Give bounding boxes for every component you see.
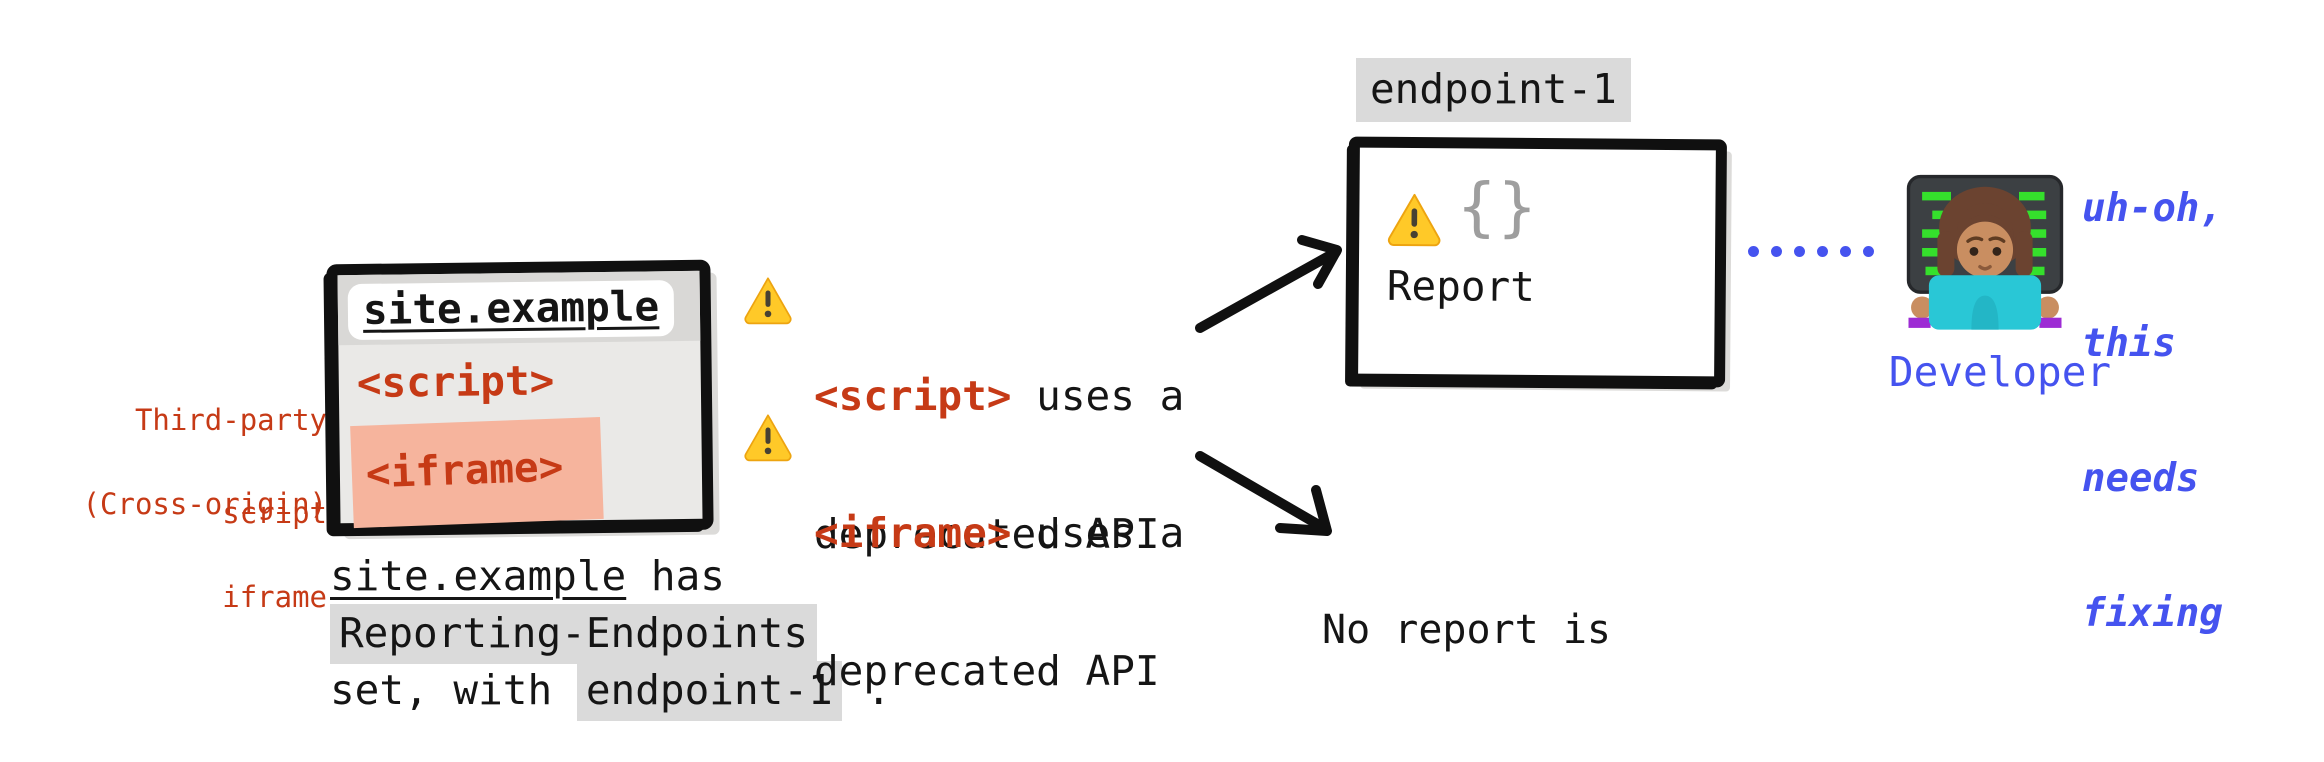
third-party-script-label: Third-party script bbox=[135, 343, 327, 591]
event-iframe-rest: uses a bbox=[1011, 509, 1185, 557]
window-body: <script> <iframe> bbox=[338, 341, 702, 529]
no-report-note: No report is generated or sent. bbox=[1322, 505, 1755, 762]
event-script-tag: <script> bbox=[814, 372, 1012, 420]
warning-icon bbox=[1387, 193, 1441, 247]
third-party-script-label-line2: script bbox=[222, 496, 327, 530]
address-bar: site.example bbox=[337, 270, 701, 346]
no-report-line1: No report is bbox=[1322, 607, 1611, 653]
developer-emoji-icon bbox=[1906, 174, 2064, 330]
caption-reporting-endpoints-header: Reporting-Endpoints bbox=[330, 604, 817, 664]
thought-line4: fixing bbox=[2082, 591, 2223, 636]
caption-period: . bbox=[841, 666, 892, 714]
event-iframe-tag: <iframe> bbox=[814, 509, 1012, 557]
event-iframe-line2: deprecated API bbox=[814, 647, 1160, 695]
arrow-to-no-report-icon bbox=[1195, 451, 1332, 536]
caption-site-name: site.example bbox=[330, 552, 627, 600]
iframe-deprecation-event: <iframe> uses a deprecated API bbox=[814, 418, 1184, 762]
endpoint-1-label: endpoint-1 bbox=[1356, 58, 1631, 122]
warning-icon bbox=[744, 414, 792, 462]
cross-origin-iframe-label-line2: iframe bbox=[222, 580, 327, 614]
thought-line1: uh-oh, bbox=[2082, 186, 2223, 231]
iframe-highlight-block: <iframe> bbox=[350, 416, 604, 529]
thought-line3: needs bbox=[2082, 456, 2200, 501]
cross-origin-iframe-label: (Cross-origin) iframe bbox=[83, 427, 327, 675]
developer-label: Developer bbox=[1888, 348, 2112, 396]
arrow-to-endpoint-icon bbox=[1195, 235, 1342, 333]
json-braces-icon: {} bbox=[1457, 170, 1539, 246]
no-report-line2: generated or sent. bbox=[1322, 755, 1755, 762]
event-script-rest: uses a bbox=[1011, 372, 1185, 420]
address-url: site.example bbox=[347, 280, 675, 341]
script-tag-text: <script> bbox=[356, 356, 555, 407]
event-script-line2: deprecated API bbox=[814, 510, 1160, 558]
third-party-script-label-line1: Third-party bbox=[134, 403, 327, 437]
report-label: Report bbox=[1386, 261, 1536, 311]
developer-thought: uh-oh, this needs fixing bbox=[2082, 96, 2223, 726]
script-deprecation-event: <script> uses a deprecated API bbox=[814, 281, 1184, 649]
iframe-tag-text: <iframe> bbox=[365, 442, 565, 498]
caption-endpoint-name: endpoint-1 bbox=[576, 661, 842, 721]
window-caption: site.example has Reporting-Endpoints set… bbox=[330, 548, 892, 721]
thought-line2: this bbox=[2082, 321, 2176, 366]
warning-icon bbox=[744, 277, 792, 325]
endpoint-report-box: {} Report bbox=[1347, 136, 1727, 388]
site-browser-window: site.example <script> <iframe> bbox=[326, 259, 714, 535]
caption-set-with: set, with bbox=[330, 666, 577, 714]
cross-origin-iframe-label-line1: (Cross-origin) bbox=[82, 487, 327, 521]
caption-has: has bbox=[626, 552, 725, 600]
dotted-connector-icon bbox=[1748, 246, 1874, 257]
